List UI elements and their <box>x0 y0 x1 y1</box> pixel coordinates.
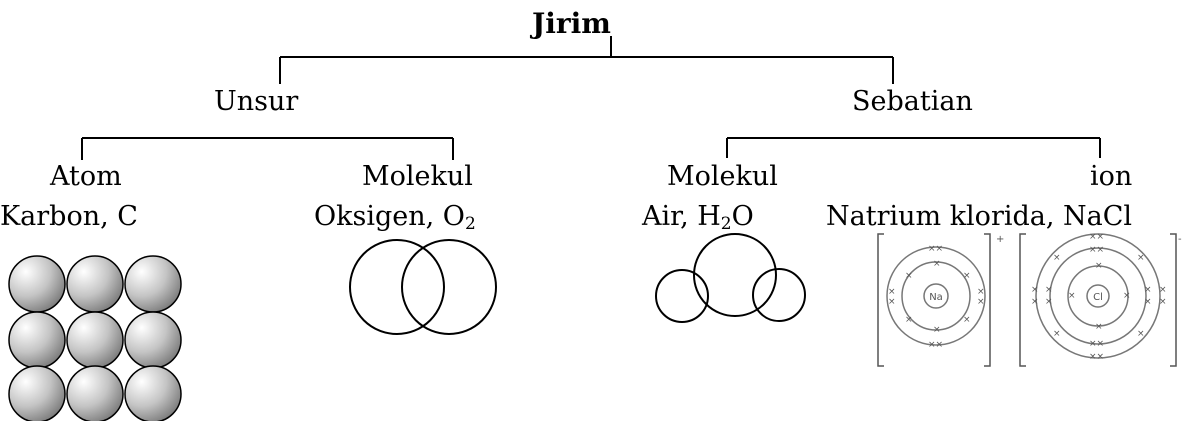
svg-text:×: × <box>963 271 971 281</box>
svg-text:×: × <box>1144 285 1152 295</box>
svg-text:×: × <box>1031 297 1039 307</box>
hydrogen-atom <box>655 269 709 323</box>
carbon-atom <box>8 365 66 421</box>
ion-charge: + <box>996 234 1004 245</box>
chloride-ion-diagram: Cl - ×× ×× ×× ×× ×× ×× ×× ×× ×× ×× ×× ×× <box>1019 232 1182 367</box>
electron-shell-middle <box>901 261 971 331</box>
svg-text:×: × <box>888 287 896 297</box>
ion-label: ion <box>1090 161 1133 192</box>
sebatian-label: Sebatian <box>852 86 973 117</box>
molekul-sebatian-label: Molekul <box>667 161 778 192</box>
svg-text:×: × <box>1123 291 1131 301</box>
molekul-sebatian-example: Air, H2O <box>642 201 754 234</box>
carbon-atom <box>124 255 182 313</box>
svg-text:×: × <box>1144 297 1152 307</box>
svg-text:×: × <box>933 259 941 269</box>
carbon-lattice-diagram <box>8 255 182 421</box>
svg-text:××: ×× <box>928 340 943 350</box>
oxygen-atom <box>401 239 497 335</box>
svg-text:×: × <box>1159 297 1167 307</box>
oxygen-atom <box>349 239 445 335</box>
svg-text:××: ×× <box>928 244 943 254</box>
oxygen-molecule-diagram <box>349 239 497 335</box>
svg-text:××: ×× <box>1089 245 1104 255</box>
svg-text:×: × <box>977 297 985 307</box>
svg-text:××: ×× <box>1089 352 1104 362</box>
electron-shell-inner <box>1067 265 1129 327</box>
molekul-unsur-label: Molekul <box>362 161 473 192</box>
svg-text:×: × <box>1053 329 1061 339</box>
water-molecule-diagram <box>655 233 806 323</box>
left-bracket <box>1019 233 1026 367</box>
svg-text:××: ×× <box>1089 232 1104 242</box>
svg-text:×: × <box>905 315 913 325</box>
svg-text:×: × <box>1068 291 1076 301</box>
right-bracket <box>1170 233 1177 367</box>
carbon-atom <box>66 365 124 421</box>
svg-text:×: × <box>1095 261 1103 271</box>
nucleus-symbol: Na <box>929 292 943 303</box>
atom-label: Atom <box>50 161 122 192</box>
carbon-atom <box>124 311 182 369</box>
carbon-atom <box>8 311 66 369</box>
svg-text:×: × <box>888 297 896 307</box>
svg-text:×: × <box>977 287 985 297</box>
molekul-unsur-example: Oksigen, O2 <box>314 201 476 234</box>
nucleus <box>923 283 949 309</box>
electron-marks: ×× ×× ×× ×× ×× ×× ×× ×× ×× ×× ×× ×× <box>1031 232 1167 362</box>
svg-text:××: ×× <box>1089 339 1104 349</box>
nucleus-symbol: Cl <box>1093 292 1103 303</box>
nucleus <box>1086 284 1110 308</box>
root-label: Jirim <box>532 7 611 40</box>
sodium-ion-diagram: Na + ×× ×× ×× ×× ×× ×× ×× <box>877 233 1004 367</box>
hydrogen-atom <box>752 268 806 322</box>
carbon-atom <box>66 255 124 313</box>
electron-shell-outer <box>886 246 986 346</box>
ion-example: Natrium klorida, NaCl <box>826 201 1133 232</box>
svg-text:×: × <box>1159 285 1167 295</box>
svg-text:×: × <box>1045 297 1053 307</box>
svg-text:×: × <box>1053 253 1061 263</box>
svg-text:×: × <box>1137 253 1145 263</box>
svg-text:×: × <box>933 325 941 335</box>
svg-text:×: × <box>1137 329 1145 339</box>
right-bracket <box>984 233 991 367</box>
left-bracket <box>877 233 884 367</box>
carbon-atom <box>8 255 66 313</box>
electron-marks: ×× ×× ×× ×× ×× ×× ×× <box>888 244 985 350</box>
unsur-label: Unsur <box>214 86 299 117</box>
svg-text:×: × <box>905 271 913 281</box>
carbon-atom <box>124 365 182 421</box>
electron-shell-middle <box>1049 247 1147 345</box>
svg-text:×: × <box>1045 285 1053 295</box>
svg-text:×: × <box>963 315 971 325</box>
atom-example: Karbon, C <box>0 201 138 232</box>
ion-charge: - <box>1178 234 1182 245</box>
oxygen-atom <box>693 233 777 317</box>
svg-text:×: × <box>1031 285 1039 295</box>
carbon-atom <box>66 311 124 369</box>
electron-shell-outer <box>1035 233 1161 359</box>
svg-text:×: × <box>1095 322 1103 332</box>
